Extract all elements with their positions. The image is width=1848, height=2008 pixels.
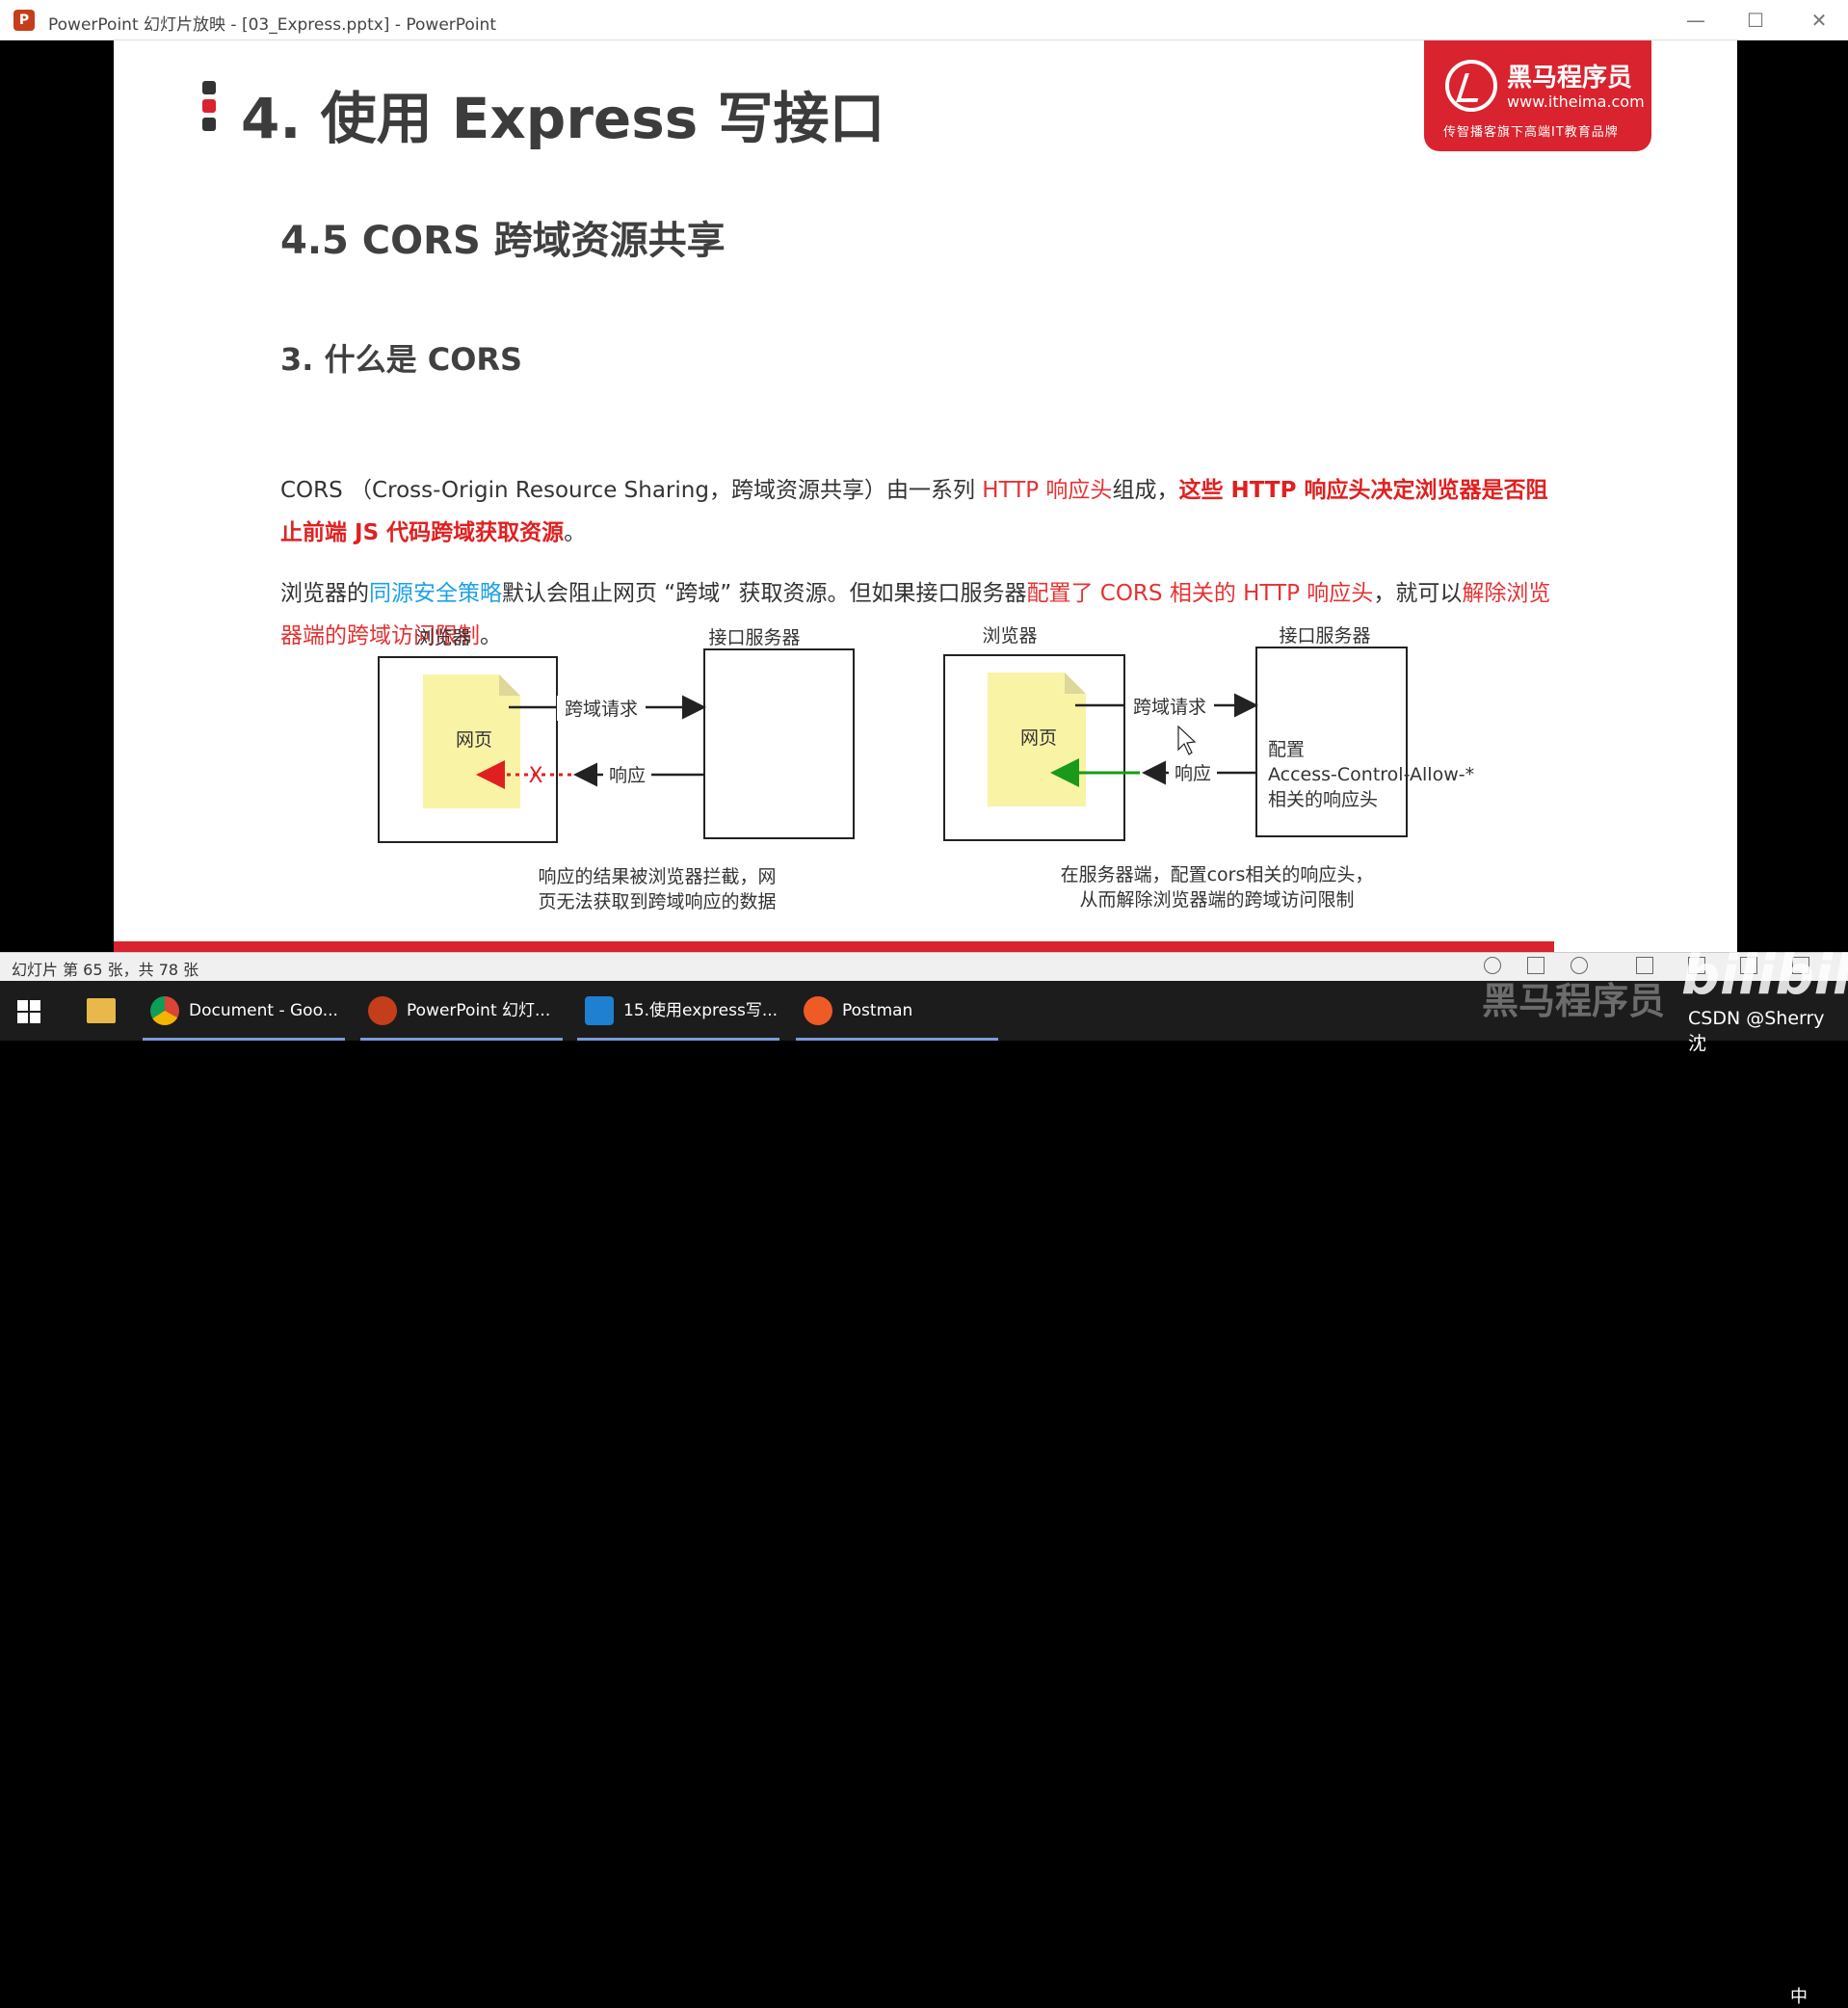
para2-text: 。 [480, 623, 502, 648]
right-request-label-bg [1125, 694, 1214, 719]
windows-start-icon[interactable] [17, 1000, 40, 1023]
vscode-icon [585, 996, 614, 1025]
left-caption-line2: 页无法获取到跨域响应的数据 [538, 891, 776, 912]
taskbar-item-label: 15.使用express写... [623, 1001, 779, 1020]
para1-highlight: HTTP 响应头 [982, 478, 1113, 503]
right-response-label-bg [1169, 760, 1217, 785]
para1-text: 。 [564, 520, 587, 545]
taskbar-item-label: PowerPoint 幻灯... [407, 1001, 551, 1020]
same-origin-policy-term: 同源安全策略 [369, 581, 502, 606]
left-request-label-bg [557, 696, 646, 721]
allowed-request-diagram: 浏览器 接口服务器 网页 配置 Access-Control-Allow-* 相… [943, 625, 1474, 911]
left-caption-line1: 响应的结果被浏览器拦截，网 [538, 866, 776, 887]
input-method-indicator[interactable]: 中 [1790, 1987, 1808, 2007]
logo-name: 黑马程序员 [1507, 64, 1633, 92]
left-server-label: 接口服务器 [708, 627, 800, 648]
right-server-box [1255, 647, 1408, 837]
left-webpage-fold [499, 674, 520, 696]
para2-text: 默认会阻止网页 “跨域” 获取资源。但如果接口服务器 [502, 581, 1027, 606]
blocked-request-diagram: 浏览器 接口服务器 网页 跨域请求 响应 X 响应的结果被浏览器拦截，网 页无法… [378, 627, 855, 912]
horse-logo-icon [1445, 60, 1497, 112]
left-response-label-bg [603, 762, 651, 787]
taskbar-item-postman[interactable]: Postman [796, 981, 998, 1041]
title-marker [202, 81, 216, 135]
para2-text: ，就可以 [1373, 581, 1463, 606]
right-server-label: 接口服务器 [1279, 625, 1370, 647]
same-origin-paragraph: 浏览器的同源安全策略默认会阻止网页 “跨域” 获取资源。但如果接口服务器配置了 … [280, 572, 1562, 657]
active-indicator [796, 1038, 998, 1041]
left-page-label: 网页 [456, 729, 492, 751]
right-server-config-line3: 相关的响应头 [1268, 789, 1378, 810]
itheima-logo: 黑马程序员 www.itheima.com 传智播客旗下高端IT教育品牌 [1424, 40, 1651, 151]
right-caption-line1: 在服务器端，配置cors相关的响应头， [1061, 864, 1374, 885]
powerpoint-taskbar-icon [368, 996, 397, 1025]
file-explorer-icon[interactable] [87, 998, 116, 1023]
close-button[interactable]: ✕ [1810, 9, 1828, 32]
blocked-x-icon: X [528, 764, 542, 788]
slide-sorter-icon[interactable] [1688, 957, 1705, 974]
right-browser-label: 浏览器 [982, 625, 1037, 647]
active-indicator [360, 1038, 563, 1041]
right-server-config-line2: Access-Control-Allow-* [1268, 764, 1474, 785]
itheima-watermark: 黑马程序员 [1482, 980, 1666, 1022]
active-indicator [577, 1038, 779, 1041]
para1-text: 组成， [1112, 478, 1179, 503]
right-request-label: 跨域请求 [1133, 697, 1206, 718]
active-indicator [143, 1038, 345, 1041]
left-response-label: 响应 [609, 765, 646, 786]
taskbar-item-vscode[interactable]: 15.使用express写... [577, 981, 779, 1041]
right-page-label: 网页 [1020, 727, 1057, 749]
right-response-label: 响应 [1175, 763, 1211, 784]
minimize-button[interactable]: — [1686, 9, 1705, 32]
para2-text: 浏览器的 [280, 581, 369, 606]
section-title: 3. 什么是 CORS [280, 341, 523, 378]
slideshow-statusbar: 幻灯片 第 65 张，共 78 张 [0, 952, 1848, 981]
csdn-watermark: CSDN @Sherry 沈 [1688, 1008, 1825, 1054]
window-title: PowerPoint 幻灯片放映 - [03_Express.pptx] - P… [48, 15, 496, 35]
taskbar-item-label: Postman [842, 1001, 913, 1020]
maximize-button[interactable]: ☐ [1747, 9, 1764, 32]
cors-definition-paragraph: CORS （Cross-Origin Resource Sharing，跨域资源… [280, 469, 1562, 554]
right-webpage-fold [1065, 673, 1086, 694]
presenter-view-icon[interactable] [1792, 957, 1809, 974]
cors-diagram: 浏览器 接口服务器 网页 跨域请求 响应 X 响应的结果被浏览器拦截，网 页无法… [378, 625, 1474, 912]
logo-slogan: 传智播客旗下高端IT教育品牌 [1443, 125, 1619, 140]
right-caption-line2: 从而解除浏览器端的跨域访问限制 [1079, 889, 1354, 911]
left-server-box [703, 648, 855, 839]
chrome-icon [150, 996, 179, 1025]
para2-highlight: 配置了 CORS 相关的 HTTP 响应头 [1026, 581, 1374, 606]
taskbar-item-label: Document - Goo... [189, 1001, 338, 1020]
slideshow-icon[interactable] [1571, 957, 1588, 974]
powerpoint-icon: P [13, 10, 35, 31]
taskbar-item-chrome[interactable]: Document - Goo... [143, 981, 345, 1041]
para2-highlight: 解除浏览器端的跨域访问限制 [280, 581, 1551, 648]
window-titlebar: P PowerPoint 幻灯片放映 - [03_Express.pptx] -… [0, 0, 1848, 40]
left-request-label: 跨域请求 [565, 699, 638, 720]
normal-view-icon[interactable] [1636, 957, 1653, 974]
left-browser-label: 浏览器 [415, 627, 470, 648]
accessibility-icon[interactable] [1484, 957, 1501, 974]
slide-footer-bar [114, 941, 1554, 952]
windows-taskbar: Document - Goo... PowerPoint 幻灯... 15.使用… [0, 981, 1848, 2007]
notes-icon[interactable] [1527, 957, 1544, 974]
slide-title: 4. 使用 Express 写接口 [241, 86, 885, 151]
slide-subtitle: 4.5 CORS 跨域资源共享 [280, 219, 726, 263]
taskbar-item-powerpoint[interactable]: PowerPoint 幻灯... [360, 981, 563, 1041]
postman-icon [804, 996, 832, 1025]
bilibili-watermark: bilibili [1681, 944, 1848, 1007]
mouse-cursor-icon [1177, 725, 1197, 755]
slide[interactable]: 4. 使用 Express 写接口 黑马程序员 www.itheima.com … [114, 40, 1737, 952]
right-server-config-line1: 配置 [1268, 739, 1305, 760]
logo-url: www.itheima.com [1507, 92, 1645, 111]
reading-view-icon[interactable] [1740, 957, 1757, 974]
slideshow-stage: 4. 使用 Express 写接口 黑马程序员 www.itheima.com … [0, 40, 1848, 952]
slide-counter: 幻灯片 第 65 张，共 78 张 [12, 961, 199, 979]
para1-emphasis: 这些 HTTP 响应头决定浏览器是否阻止前端 JS 代码跨域获取资源 [280, 478, 1548, 545]
para1-text: CORS （Cross-Origin Resource Sharing，跨域资源… [280, 478, 983, 503]
